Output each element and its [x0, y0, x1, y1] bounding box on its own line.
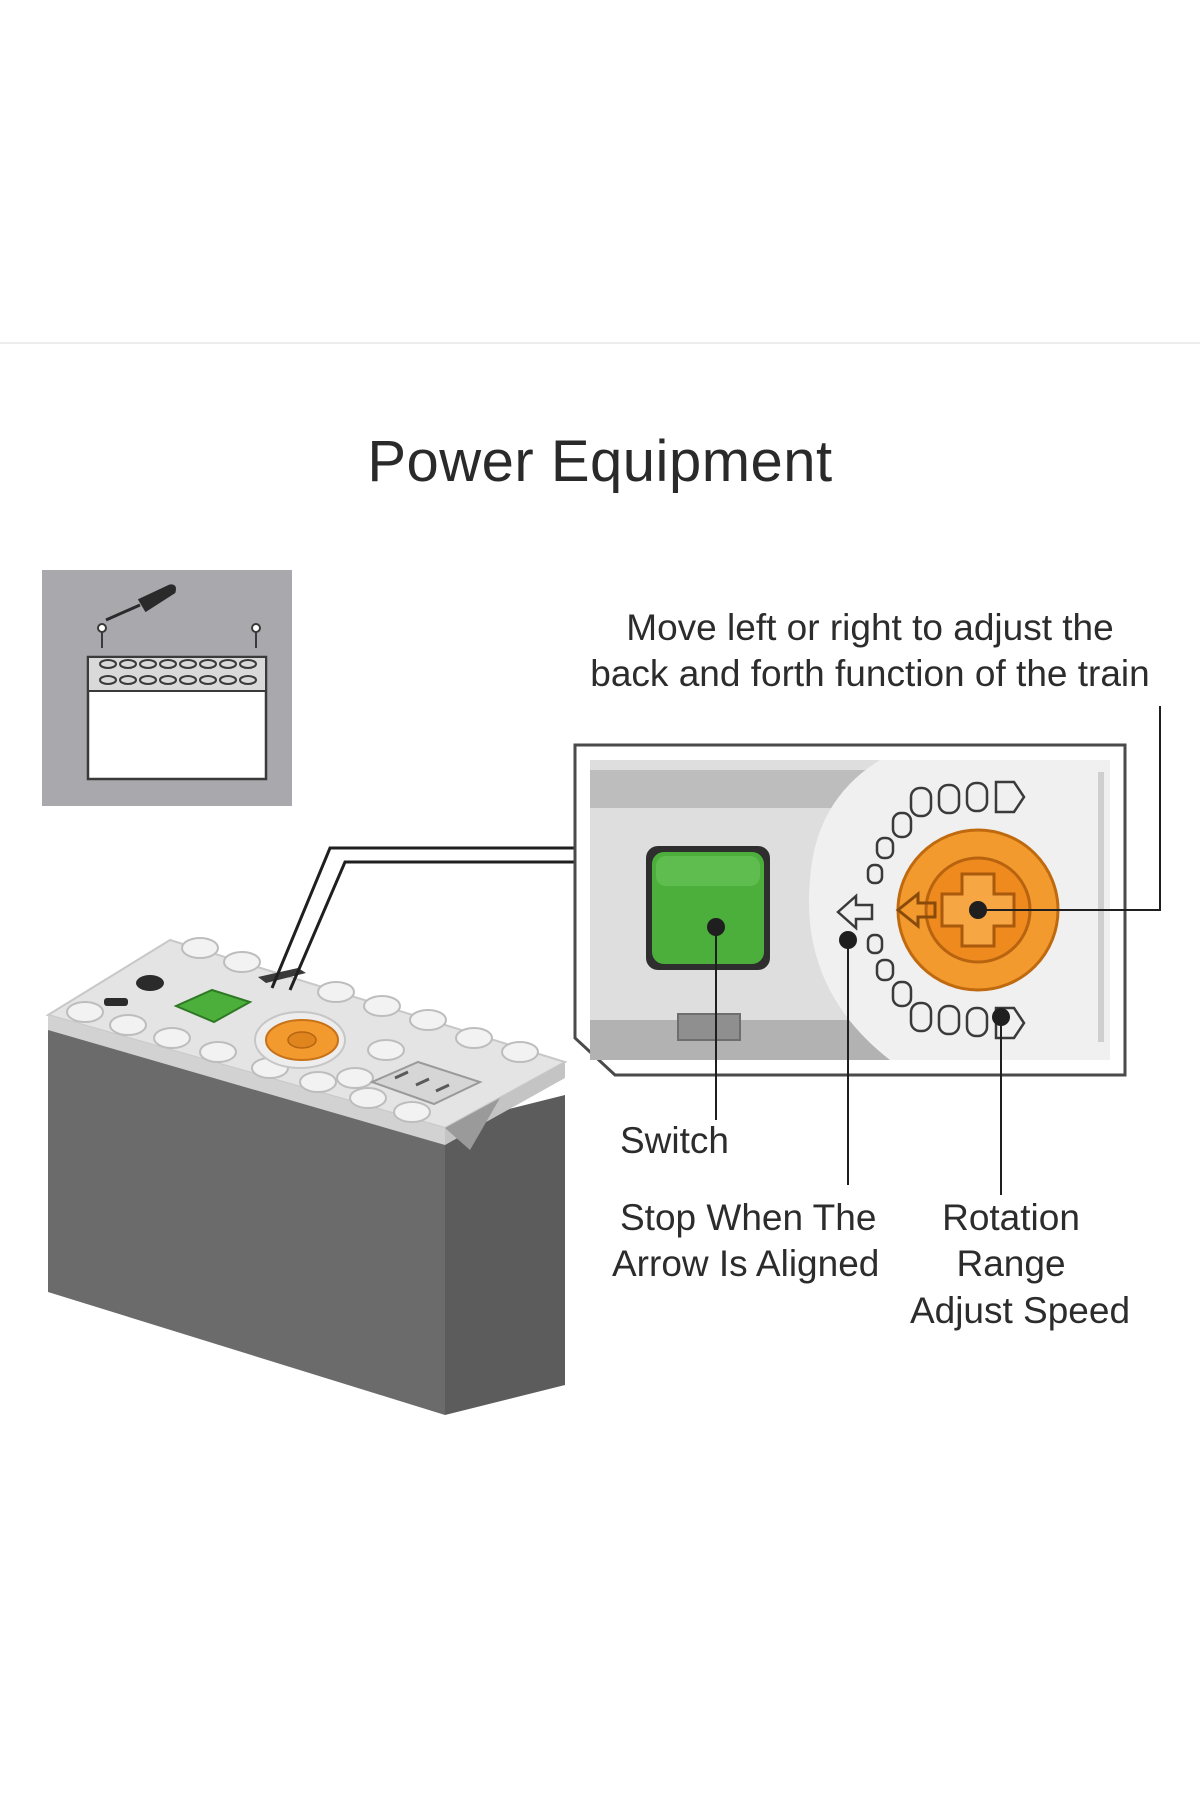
connector-port-icon [369, 1060, 483, 1106]
battery-cells [99, 659, 257, 685]
speed-scale-marks [836, 780, 1026, 1040]
stop-arrow-icon [836, 893, 874, 931]
screw-icons [97, 623, 261, 648]
header-divider [0, 342, 1200, 344]
battery-install-inset [42, 570, 292, 806]
callout-rotation-line-3: Adjust Speed [909, 1289, 1131, 1331]
callout-switch: Switch [620, 1120, 729, 1161]
callout-stop-line-2: Arrow Is Aligned [612, 1243, 880, 1285]
callout-stop-aligned: Stop When The Arrow Is Aligned [612, 1195, 912, 1288]
screwdriver-icon [105, 584, 176, 622]
callout-stop-line-1: Stop When The [620, 1197, 877, 1238]
battery-box-illustration [45, 937, 568, 1415]
callout-adjust-direction-line-1: Move left or right to adjust the [626, 607, 1114, 648]
callout-rotation-line-2: Range [956, 1243, 1066, 1285]
callout-rotation-range: Rotation Range Adjust Speed [880, 1195, 1160, 1334]
callout-adjust-direction: Move left or right to adjust the back an… [560, 605, 1180, 698]
callout-adjust-direction-line-2: back and forth function of the train [590, 653, 1150, 695]
power-jack-icon [136, 975, 164, 991]
zoom-pointer [270, 846, 575, 991]
small-switch-icon [173, 988, 253, 1024]
callout-rotation-line-1: Rotation [942, 1197, 1080, 1238]
page-title: Power Equipment [367, 429, 833, 494]
callout-dots [707, 901, 1010, 1026]
callout-leaders [715, 706, 1161, 1195]
